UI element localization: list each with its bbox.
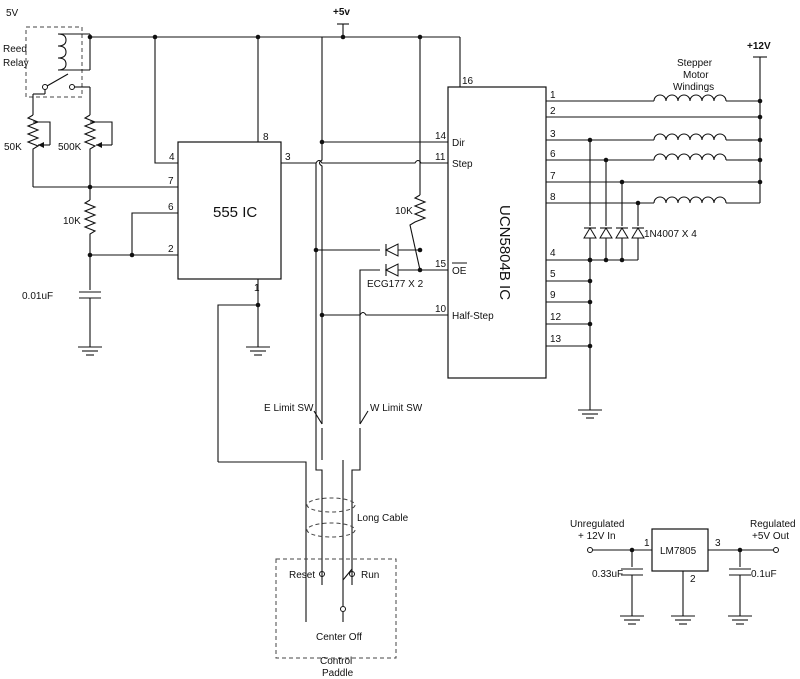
- regulator-label: LM7805: [660, 546, 697, 557]
- pot-50k: 50K: [4, 114, 90, 188]
- svg-text:1: 1: [644, 538, 650, 549]
- paddle-title-1: Control: [320, 656, 352, 667]
- svg-text:3: 3: [715, 538, 721, 549]
- reg-out-label-2: +5V Out: [752, 531, 789, 542]
- driver-output-pins: 1 2 3 6 7 8 4 5 9 12 13: [546, 90, 602, 419]
- motor-label-1: Stepper: [677, 58, 713, 69]
- svg-text:8: 8: [550, 192, 556, 203]
- west-limit-switch: W Limit SW: [359, 403, 423, 460]
- regulator-lm7805: Unregulated + 12V In Regulated +5V Out L…: [570, 519, 796, 625]
- svg-text:9: 9: [550, 290, 556, 301]
- paddle-center-label: Center Off: [316, 632, 362, 643]
- vcc5-rail: +5v: [87, 7, 461, 87]
- r-pullup-label: 10K: [395, 206, 413, 217]
- relay-label-3: Relay: [3, 58, 29, 69]
- paddle-title-2: Paddle: [322, 668, 354, 679]
- svg-text:16: 16: [462, 76, 474, 87]
- driver-ucn5804b: UCN5804B IC 16 14 Dir 11 Step 15 OE 10 H…: [315, 37, 547, 379]
- svg-text:6: 6: [168, 202, 174, 213]
- svg-text:Dir: Dir: [452, 138, 465, 149]
- control-paddle: Reset Run Center Off Control Paddle: [275, 558, 397, 679]
- svg-text:6: 6: [550, 149, 556, 160]
- cap-out-label: 0.1uF: [751, 569, 777, 580]
- svg-text:1: 1: [550, 90, 556, 101]
- svg-text:7: 7: [168, 176, 174, 187]
- motor-label-2: Motor: [683, 70, 709, 81]
- west-switch-label: W Limit SW: [370, 403, 423, 414]
- oe-label: OE: [452, 266, 467, 277]
- svg-text:2: 2: [690, 574, 696, 585]
- limit-switch-wiring: [315, 37, 361, 460]
- svg-text:15: 15: [435, 259, 447, 270]
- east-limit-switch: E Limit SW: [264, 403, 323, 460]
- svg-text:13: 13: [550, 334, 562, 345]
- reg-in-label-1: Unregulated: [570, 519, 624, 530]
- r-timing-label: 10K: [63, 216, 81, 227]
- stepper-motor-windings: Stepper Motor Windings: [546, 58, 760, 204]
- long-cable: Long Cable: [218, 460, 409, 600]
- pot-500k-label: 500K: [58, 142, 82, 153]
- svg-text:4: 4: [550, 248, 556, 259]
- paddle-run-label: Run: [361, 570, 379, 581]
- driver-label: UCN5804B IC: [496, 205, 513, 300]
- vcc12-rail: +12V: [747, 41, 771, 203]
- svg-text:Half-Step: Half-Step: [452, 311, 494, 322]
- clamp-diodes-label: 1N4007 X 4: [644, 229, 697, 240]
- svg-text:7: 7: [550, 171, 556, 182]
- cap-timing-label: 0.01uF: [22, 291, 53, 302]
- svg-text:14: 14: [435, 131, 447, 142]
- motor-label-3: Windings: [673, 82, 714, 93]
- pot-500k: 500K: [58, 114, 113, 200]
- timing-network: 10K 0.01uF: [22, 199, 102, 356]
- timer-555: 555 IC 4 8 7 6 2 3 1: [90, 37, 316, 462]
- cap-in-label: 0.33uF: [592, 569, 623, 580]
- svg-text:1: 1: [254, 283, 260, 294]
- svg-text:2: 2: [550, 106, 556, 117]
- relay-label-2: Reed: [3, 44, 27, 55]
- pot-50k-label: 50K: [4, 142, 22, 153]
- svg-text:3: 3: [285, 152, 291, 163]
- svg-text:8: 8: [263, 132, 269, 143]
- paddle-reset-label: Reset: [289, 570, 315, 581]
- east-switch-label: E Limit SW: [264, 403, 314, 414]
- svg-text:10: 10: [435, 304, 447, 315]
- svg-text:3: 3: [550, 129, 556, 140]
- ecg177-label: ECG177 X 2: [367, 279, 424, 290]
- svg-text:4: 4: [169, 152, 175, 163]
- reg-in-label-2: + 12V In: [578, 531, 616, 542]
- svg-text:2: 2: [168, 244, 174, 255]
- vcc12-label: +12V: [747, 41, 771, 52]
- logic-diodes: ECG177 X 2: [313, 243, 424, 290]
- reg-out-label-1: Regulated: [750, 519, 796, 530]
- relay-label-1: 5V: [6, 8, 19, 19]
- vcc5-label: +5v: [333, 7, 350, 18]
- clamp-diodes: 1N4007 X 4: [583, 137, 697, 263]
- timer-555-label: 555 IC: [213, 204, 257, 221]
- svg-text:12: 12: [550, 312, 562, 323]
- svg-text:Step: Step: [452, 159, 473, 170]
- svg-text:11: 11: [435, 152, 446, 163]
- cable-label: Long Cable: [357, 513, 409, 524]
- reed-relay: 5V Reed Relay: [3, 8, 91, 115]
- svg-text:5: 5: [550, 269, 556, 280]
